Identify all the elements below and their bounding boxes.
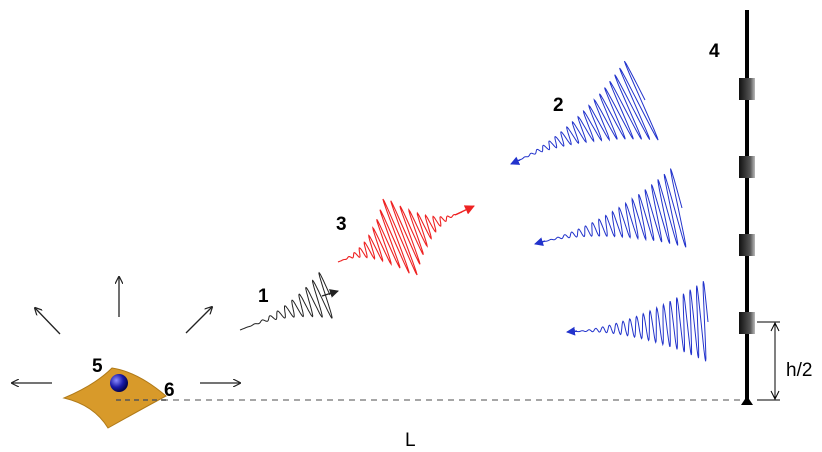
antenna-element-4 xyxy=(739,312,755,334)
mast-base xyxy=(741,396,753,405)
reflected-wave-packet-middle xyxy=(534,168,687,248)
reflected-wave-packet-bottom xyxy=(566,281,709,362)
label-antenna: 4 xyxy=(709,41,720,62)
dimension-arrow-bottom xyxy=(770,390,780,401)
wave-direction-arrow xyxy=(454,205,475,216)
label-wave-2: 2 xyxy=(553,95,564,116)
label-distance: L xyxy=(405,430,416,451)
source-ball xyxy=(110,374,128,392)
source-patch xyxy=(62,367,167,429)
label-wave-3: 3 xyxy=(336,214,347,235)
wave-direction-arrow xyxy=(534,237,546,247)
label-wave-1: 1 xyxy=(258,286,269,307)
antenna-mast xyxy=(739,10,755,405)
emission-arrow-upright xyxy=(185,307,212,334)
dimension-arrow-top xyxy=(770,321,780,332)
wave-direction-arrow xyxy=(510,156,521,165)
incident-wave-packet xyxy=(239,271,339,331)
scattered-wave-packet xyxy=(337,198,475,276)
emission-arrow-upleft xyxy=(35,308,61,335)
reflected-wave-packet-top xyxy=(510,60,659,165)
wave-direction-arrow xyxy=(566,326,578,336)
label-point: 6 xyxy=(164,380,175,401)
antenna-element-1 xyxy=(739,78,755,100)
emission-arrows xyxy=(12,277,240,383)
antenna-element-3 xyxy=(739,234,755,256)
label-source: 5 xyxy=(92,356,103,377)
half-height-dimension xyxy=(757,321,780,401)
wave-trace xyxy=(570,281,709,362)
wave-trace xyxy=(537,168,687,248)
wave-trace xyxy=(337,198,463,276)
antenna-element-2 xyxy=(739,156,755,178)
wave-trace xyxy=(239,271,333,331)
label-half-height: h/2 xyxy=(786,360,812,381)
wave-direction-arrow xyxy=(321,289,339,298)
wave-trace xyxy=(512,60,659,164)
